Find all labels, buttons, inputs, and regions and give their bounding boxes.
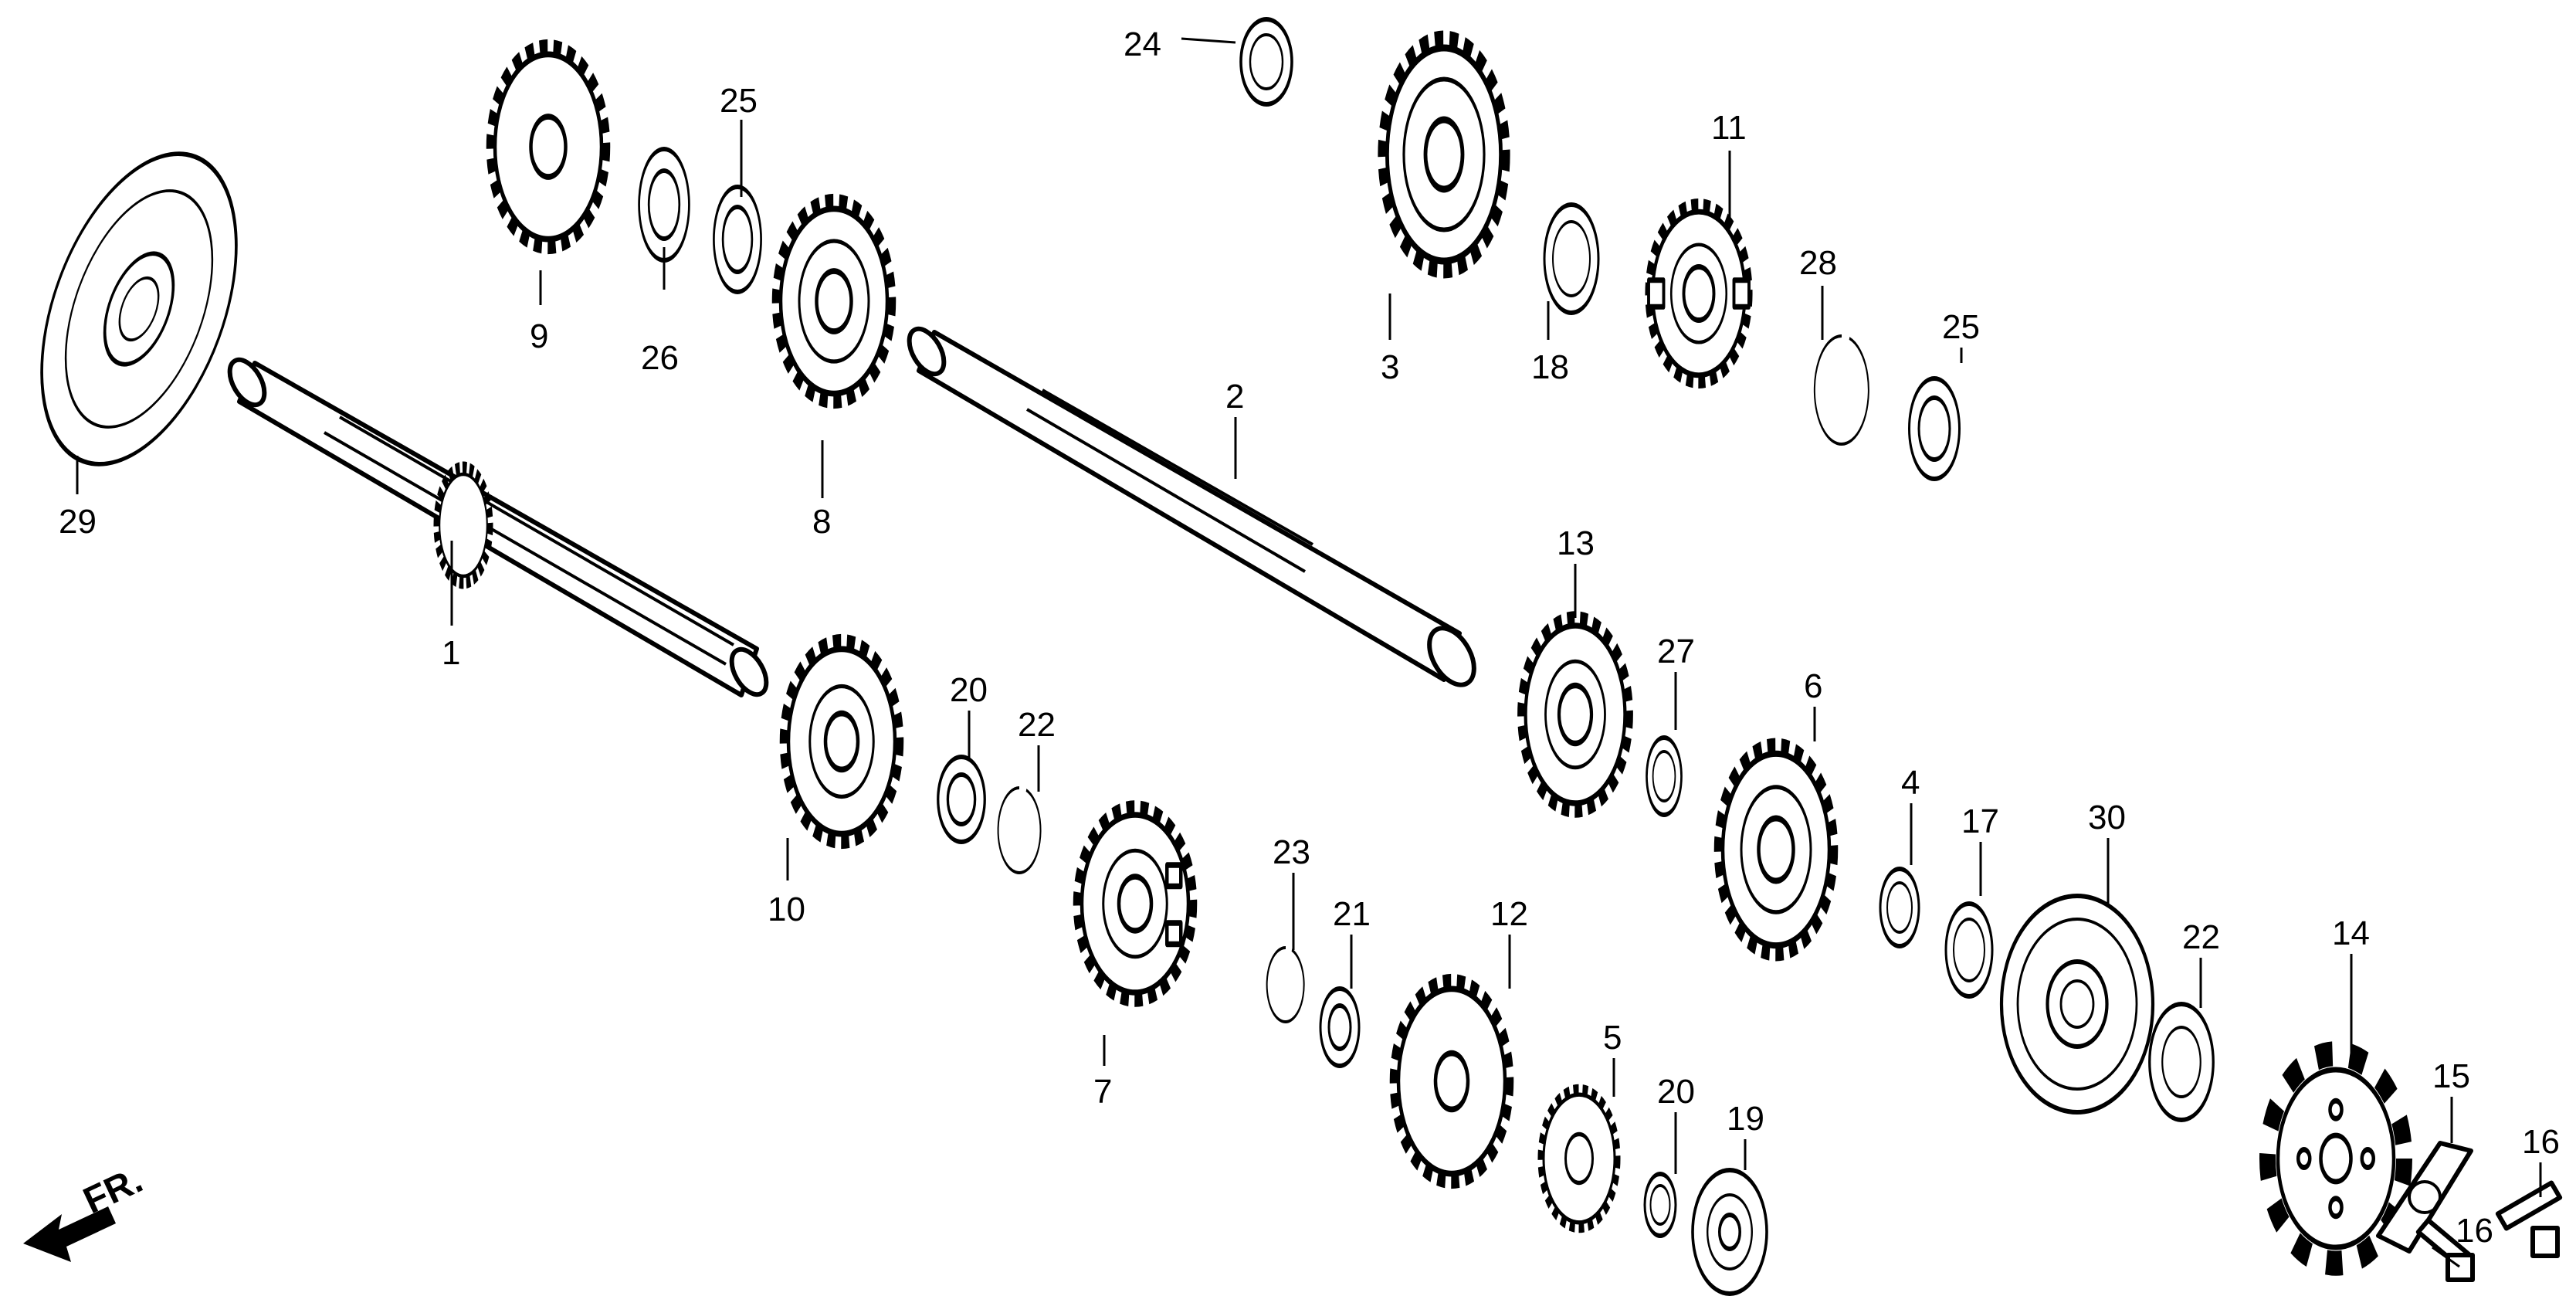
callout-6: 6: [1804, 667, 1822, 705]
part-7-gear: [1077, 807, 1193, 1000]
part-24-thrust-washer: [1646, 735, 1683, 817]
callout-7: 7: [1093, 1073, 1112, 1111]
callout-5: 5: [1603, 1019, 1622, 1057]
part-28-oil-seal: [2148, 1002, 2215, 1122]
callout-27: 30: [2088, 799, 2126, 836]
callout-8: 8: [812, 503, 831, 541]
callout-16-upper: 16: [2522, 1123, 2560, 1161]
part-17-thrust-washer: [1944, 901, 1994, 999]
callout-22-upper: 25: [720, 82, 758, 120]
part-15-fixing-plate: [2376, 1141, 2473, 1254]
part-19-thrust-washer: [1543, 202, 1600, 315]
part-10-gear: [784, 641, 900, 842]
part-8-gear: [776, 201, 892, 402]
callout-14: 14: [2332, 914, 2370, 952]
part-22-splined-washer-right: [1908, 376, 1961, 481]
callout-1: 1: [442, 634, 460, 672]
part-20-splined-washer-lower: [1319, 986, 1361, 1068]
part-22-splined-washer-upper: [713, 185, 762, 294]
part-11-gear: [1649, 205, 1749, 382]
callout-22-right: 25: [1942, 308, 1980, 346]
part-13-gear: [1521, 618, 1629, 811]
callout-20-lower: 21: [1333, 895, 1371, 933]
callout-28: 22: [2182, 918, 2220, 956]
callout-25-lower: 23: [1273, 833, 1310, 871]
callout-26: 28: [1799, 244, 1837, 282]
part-16-bolt-upper: [2495, 1180, 2563, 1258]
part-14-drive-sprocket: [2259, 1041, 2412, 1276]
part-18-thrust-washer: [1643, 1172, 1677, 1238]
part-6-gear: [1718, 745, 1834, 954]
callout-10: 10: [768, 891, 805, 928]
part-3-gear: [1382, 39, 1506, 270]
callout-13: 13: [1557, 524, 1595, 562]
part-20-splined-washer-upper: [937, 755, 986, 844]
callout-16-lower: 16: [2456, 1212, 2493, 1250]
callout-25-upper: 22: [1018, 706, 1056, 744]
front-direction-label: FR.: [77, 1159, 148, 1222]
callout-18: 20: [1657, 1073, 1695, 1111]
callout-24: 27: [1657, 633, 1695, 670]
callout-11: 11: [1711, 109, 1747, 147]
callout-2: 2: [1225, 378, 1244, 416]
callout-3: 3: [1381, 348, 1399, 386]
callout-15: 15: [2432, 1057, 2470, 1095]
part-25-circlip-lower: [1266, 945, 1305, 1023]
part-16-bolt-lower: [2415, 1217, 2475, 1282]
callout-19: 18: [1531, 348, 1569, 386]
callout-4: 4: [1901, 764, 1920, 802]
leader-lines: [76, 37, 2542, 1268]
part-27-bearing: [1999, 894, 2155, 1115]
part-29-bearing: [40, 151, 238, 467]
callout-20-upper: 20: [950, 671, 988, 709]
callout-23: 26: [641, 339, 679, 377]
part-26-circlip: [1813, 334, 1869, 446]
part-4-bushing: [1879, 867, 1920, 948]
part-5-gear: [1541, 1089, 1618, 1228]
front-direction-arrow-icon: [23, 1206, 116, 1262]
part-2-countershaft: [907, 326, 1476, 687]
part-30-needle-bearing: [1691, 1168, 1768, 1296]
part-1-main-shaft: [227, 357, 769, 697]
callout-17: 17: [1961, 802, 1999, 840]
callout-30: 19: [1727, 1100, 1764, 1138]
part-23-lock-washer: [638, 147, 690, 263]
callout-labels: 24 25 26 9 8 29 1 2 3 18 11 28 25 13 27 …: [59, 25, 2560, 1250]
callout-21: 24: [1124, 25, 1161, 63]
part-9-gear: [490, 46, 606, 247]
callout-9: 9: [530, 317, 548, 355]
callout-29: 29: [59, 503, 97, 541]
part-21-thrust-washer: [1239, 17, 1293, 107]
part-12-gear: [1394, 981, 1510, 1182]
callout-12: 12: [1490, 895, 1528, 933]
part-25-circlip-upper: [997, 786, 1042, 874]
